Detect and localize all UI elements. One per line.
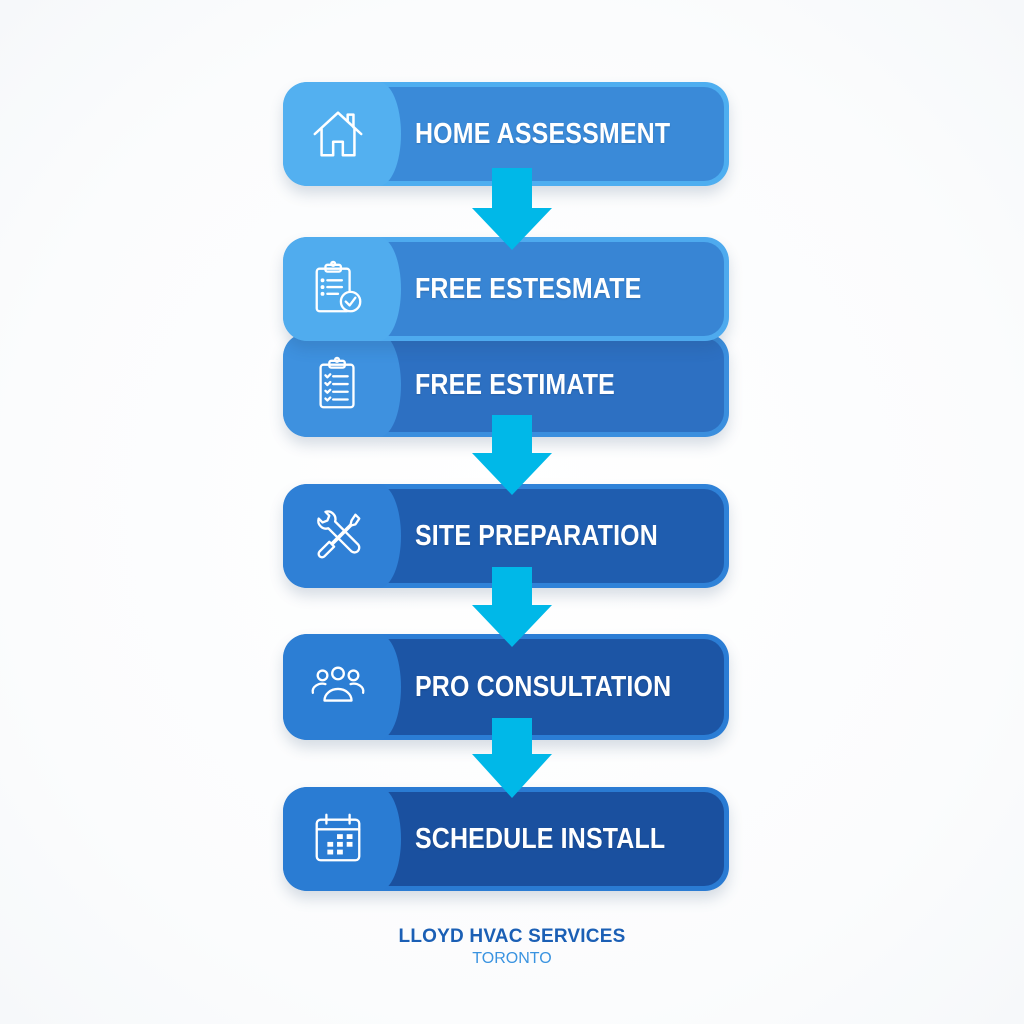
wrench-screwdriver-icon bbox=[309, 507, 367, 565]
icon-zone bbox=[283, 333, 401, 437]
step-label: SITE PREPARATION bbox=[415, 519, 658, 552]
step-schedule-install: SCHEDULE INSTALL bbox=[283, 787, 729, 891]
company-name: LLOYD HVAC SERVICES bbox=[398, 926, 626, 947]
step-label: HOME ASSESSMENT bbox=[415, 117, 671, 150]
icon-zone bbox=[283, 484, 401, 588]
down-arrow-icon bbox=[472, 415, 552, 495]
step-site-preparation: SITE PREPARATION bbox=[283, 484, 729, 588]
people-group-icon bbox=[309, 658, 367, 716]
city-name: TORONTO bbox=[472, 950, 552, 967]
icon-zone bbox=[283, 237, 401, 341]
house-icon bbox=[309, 105, 367, 163]
icon-zone bbox=[283, 82, 401, 186]
step-free-estesmate: FREE ESTESMATE bbox=[283, 237, 729, 341]
icon-zone bbox=[283, 787, 401, 891]
calendar-icon bbox=[309, 810, 367, 868]
step-home-assessment: HOME ASSESSMENT bbox=[283, 82, 729, 186]
step-label: PRO CONSULTATION bbox=[415, 670, 672, 703]
down-arrow-icon bbox=[472, 567, 552, 647]
clipboard-list-icon bbox=[309, 356, 367, 414]
down-arrow-icon bbox=[472, 718, 552, 798]
step-label: FREE ESTESMATE bbox=[415, 272, 642, 305]
down-arrow-icon bbox=[472, 168, 552, 250]
step-label: FREE ESTIMATE bbox=[415, 368, 615, 401]
clipboard-check-icon bbox=[309, 260, 367, 318]
step-label: SCHEDULE INSTALL bbox=[415, 822, 666, 855]
